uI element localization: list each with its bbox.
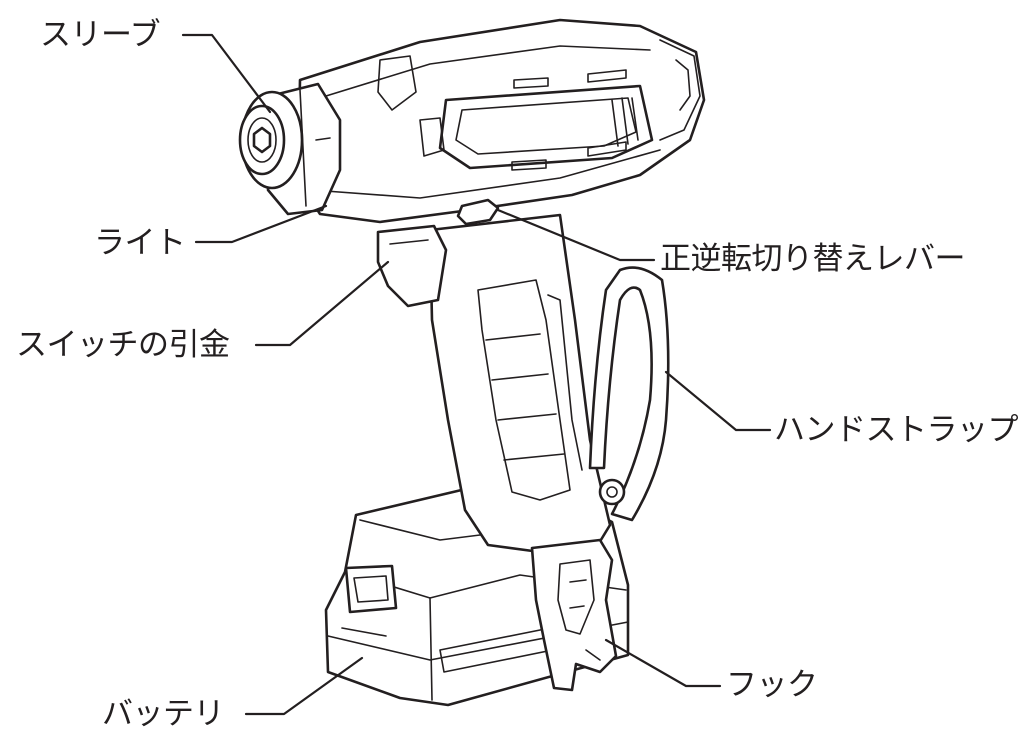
leader-hook [604, 638, 722, 688]
leader-sleeve [181, 33, 272, 114]
label-hand-strap: ハンドストラップ [774, 412, 1019, 448]
leader-lines [181, 33, 772, 716]
leader-hand-strap [664, 370, 772, 432]
label-hook: フック [726, 667, 818, 703]
sleeve-drawing [238, 82, 342, 216]
body-drawing [296, 18, 706, 226]
hand-strap-drawing [588, 266, 670, 522]
label-sleeve: スリーブ [40, 17, 161, 53]
leader-battery [244, 656, 364, 716]
leader-light [194, 204, 328, 244]
label-battery: バッテリ [102, 696, 225, 732]
trigger-drawing [376, 224, 448, 308]
hook-drawing [530, 538, 618, 692]
label-switch-trigger: スイッチの引金 [16, 327, 230, 363]
label-reversing-lever: 正逆転切り替えレバー [660, 241, 966, 277]
leader-reversing-lever [496, 208, 656, 262]
leader-switch-trigger [254, 260, 390, 347]
label-light: ライト [94, 225, 186, 261]
